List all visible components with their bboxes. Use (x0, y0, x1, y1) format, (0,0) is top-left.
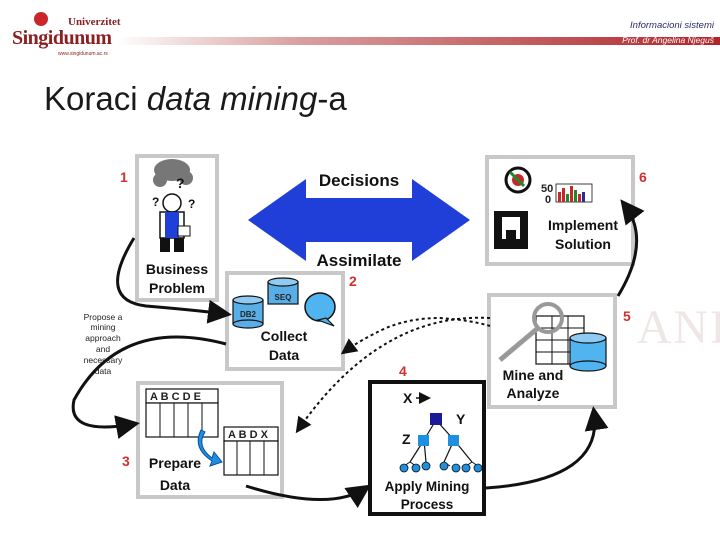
database-cylinder-icon: DB2 (232, 295, 264, 329)
header-bar: Univerzitet Singidunum www.singidunum.ac… (0, 0, 720, 58)
step-6-line1: Implement (548, 217, 618, 233)
step-implement-solution: 50 0 Implement Solution (485, 155, 635, 266)
table-abcde-icon: A B C D E (145, 388, 219, 438)
svg-text:?: ? (188, 197, 195, 211)
tree-z-label: Z (402, 431, 411, 447)
target-gauge-icon (504, 166, 532, 194)
svg-text:?: ? (152, 195, 159, 209)
chart-label-0: 0 (545, 194, 551, 206)
side-note-line-1: Propose a (84, 312, 123, 322)
dotted-feedback-arrow-to-collect (340, 316, 491, 355)
table2-header: A B D X (228, 429, 269, 441)
logo-top-text: Univerzitet (68, 16, 121, 28)
step-1-line2: Problem (149, 280, 205, 296)
database-icon (569, 332, 607, 372)
university-logo: Univerzitet Singidunum www.singidunum.ac… (8, 10, 128, 57)
flow-arrow-3-to-4 (245, 484, 371, 508)
logo-name-text: Singidunum (12, 27, 112, 49)
decisions-label: Decisions (319, 171, 399, 190)
university-seal-icon (34, 12, 48, 26)
flow-arrow-5-to-6 (616, 199, 645, 297)
step-collect-data: DB2 SEQ Collect Data (225, 271, 345, 371)
data-bubble-icon (304, 292, 336, 327)
step-6-number: 6 (639, 169, 647, 185)
thinking-person-icon: ? ? ? (152, 159, 195, 252)
step-apply-mining-process: X Y Z Apply Mining Process (368, 380, 486, 516)
logo-web-text: www.singidunum.ac.rs (58, 51, 108, 57)
slide-title: Koraci data mining-a (44, 80, 347, 118)
assimilate-label: Assimilate (316, 251, 401, 270)
table-abdx-icon: A B D X (223, 426, 279, 476)
step-4-line1: Apply Mining (385, 479, 470, 494)
step-3-line1: Prepare (149, 455, 201, 471)
step-6-line2: Solution (555, 236, 611, 252)
side-note-line-3: approach (85, 333, 121, 343)
step-5-line1: Mine and (503, 367, 564, 383)
step-1-number: 1 (120, 169, 128, 185)
decision-tree-icon (399, 392, 483, 473)
bar-chart-icon (555, 183, 593, 203)
step-mine-and-analyze: Mine and Analyze (487, 293, 617, 409)
svg-text:?: ? (176, 175, 185, 191)
course-name: Informacioni sistemi (630, 20, 714, 31)
step-4-number: 4 (399, 363, 407, 379)
step-5-number: 5 (623, 308, 631, 324)
flow-arrow-1-to-2 (116, 237, 232, 324)
step-5-line2: Analyze (507, 385, 560, 401)
flow-arrow-4-to-5 (485, 406, 609, 490)
title-italic: data mining (146, 80, 318, 117)
chart-label-50: 50 (541, 183, 553, 195)
step-business-problem: ? ? ? Business Problem (135, 154, 219, 302)
step-2-number: 2 (349, 273, 357, 289)
side-note-line-5: necessary (84, 355, 123, 365)
step-3-line2: Data (160, 477, 191, 493)
header-divider (116, 37, 720, 45)
side-note-text: Propose a mining approach and necessary … (84, 312, 123, 376)
step-prepare-data: A B C D E A B D X Prepare Data (136, 381, 284, 499)
author-name: Prof. dr Angelina Njeguš (622, 35, 714, 45)
table1-header: A B C D E (150, 391, 201, 403)
title-suffix: -a (317, 80, 347, 117)
sequential-file-icon: SEQ (267, 277, 299, 305)
tree-x-label: X (403, 390, 413, 406)
step-2-line2: Data (269, 347, 300, 363)
db2-label: DB2 (240, 310, 257, 319)
step-2-line1: Collect (261, 328, 308, 344)
side-note-line-4: and (96, 344, 110, 354)
step-4-line2: Process (401, 497, 454, 512)
watermark-text: ANI (636, 301, 720, 354)
title-main: Koraci (44, 80, 147, 117)
side-note-line-6: data (95, 366, 112, 376)
step-1-line1: Business (146, 261, 208, 277)
side-note-line-2: mining (90, 322, 115, 332)
decisions-double-arrow (248, 165, 470, 273)
flow-arrow-2-to-3 (71, 335, 227, 439)
dotted-feedback-arrow-to-prepare (295, 316, 491, 434)
step-3-number: 3 (122, 453, 130, 469)
seq-label: SEQ (275, 293, 292, 302)
monitor-icon (494, 211, 528, 249)
tree-y-label: Y (456, 411, 466, 427)
transform-arrow-icon (197, 429, 223, 467)
